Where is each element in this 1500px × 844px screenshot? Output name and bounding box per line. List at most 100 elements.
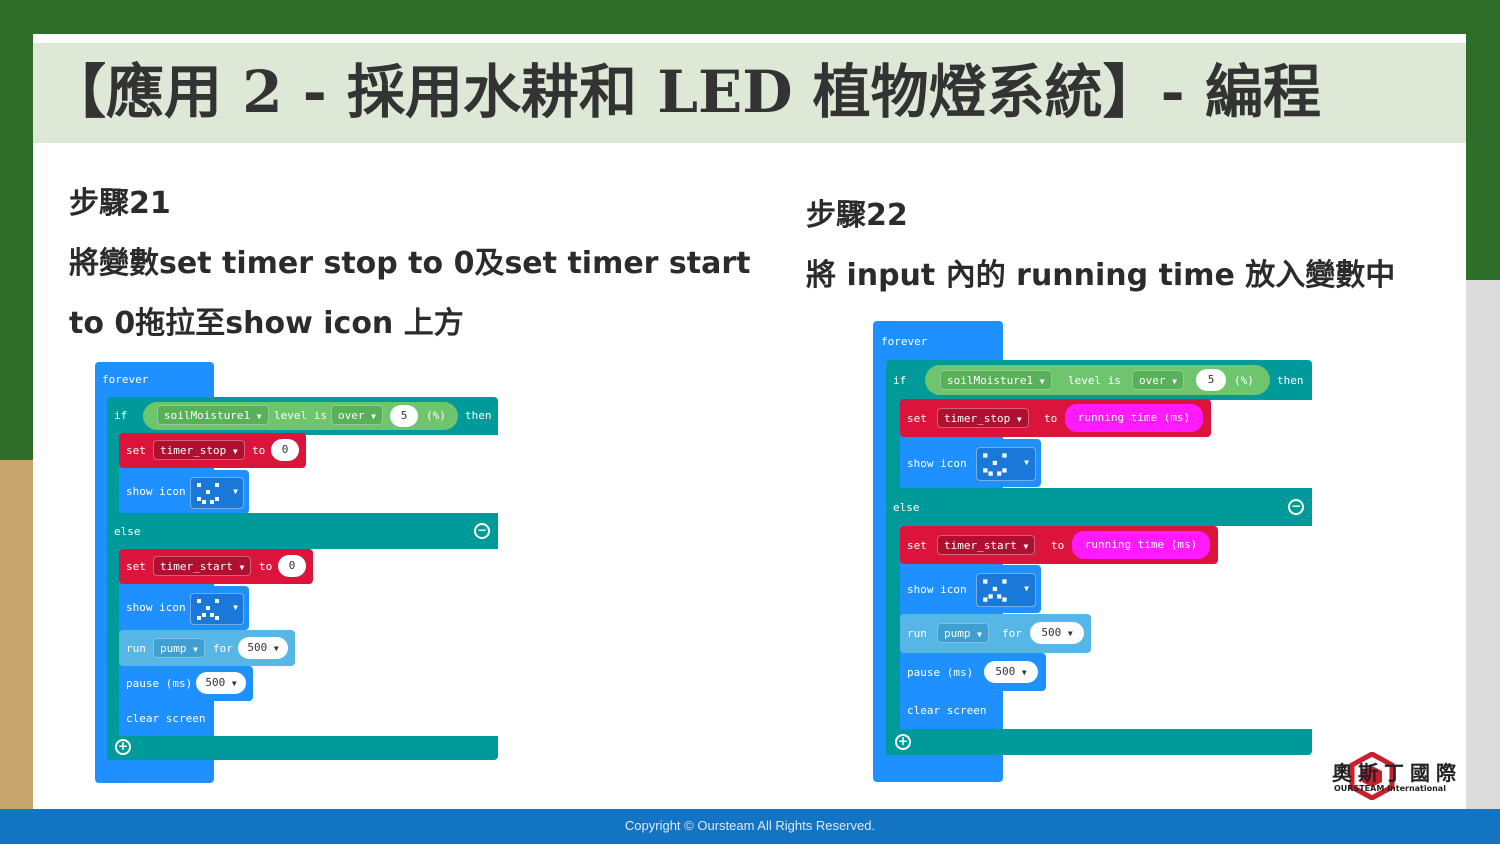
else-label: else — [114, 525, 141, 538]
comparison-dropdown[interactable]: over ▼ — [331, 405, 383, 425]
chevron-down-icon: ▼ — [1021, 668, 1027, 677]
show-icon-label: show icon — [126, 601, 186, 614]
if-label: if — [893, 374, 907, 387]
chevron-down-icon: ▼ — [239, 563, 245, 572]
if-block-footer — [886, 729, 1312, 755]
else-label: else — [893, 501, 920, 514]
running-time-reporter[interactable]: running time (ms) — [1065, 404, 1203, 432]
set-label: set — [126, 560, 146, 573]
then-label: then — [1277, 374, 1304, 387]
timer-start-dropdown[interactable]: timer_start ▼ — [937, 535, 1036, 555]
clear-screen-block[interactable] — [119, 701, 210, 736]
chevron-down-icon: ▼ — [1024, 458, 1029, 467]
comparison-dropdown[interactable]: over ▼ — [1132, 370, 1184, 390]
timer-start-dropdown[interactable]: timer_start ▼ — [153, 556, 252, 576]
pump-dropdown[interactable]: pump ▼ — [153, 638, 205, 658]
variable-name: timer_start — [160, 560, 233, 573]
add-branch-icon[interactable]: + — [895, 734, 911, 750]
pump-duration[interactable]: 500 ▼ — [238, 637, 288, 659]
if-label: if — [114, 409, 128, 422]
pause-duration[interactable]: 500 ▼ — [984, 661, 1038, 683]
chevron-down-icon: ▼ — [1067, 629, 1073, 638]
duration-value: 500 — [205, 676, 226, 689]
chevron-down-icon: ▼ — [1024, 584, 1029, 593]
if-block-spine — [886, 395, 900, 755]
led-grid-icon — [197, 483, 219, 504]
variable-name: timer_start — [944, 539, 1017, 552]
timer-stop-dropdown[interactable]: timer_stop ▼ — [153, 440, 245, 460]
percent-label: (%) — [426, 409, 446, 422]
step21-line1: 將變數set timer stop to 0及set timer start — [69, 246, 751, 281]
oursteam-logo-icon — [1349, 752, 1395, 800]
step21-title: 步驟21 — [69, 186, 171, 221]
if-block-footer — [107, 736, 498, 760]
for-label: for — [213, 642, 233, 655]
chevron-down-icon: ▼ — [273, 644, 279, 653]
chevron-down-icon: ▼ — [1172, 377, 1177, 386]
pause-duration[interactable]: 500 ▼ — [196, 672, 246, 694]
pump-dropdown[interactable]: pump ▼ — [937, 623, 989, 643]
copyright-text: Copyright © Oursteam All Rights Reserved… — [624, 818, 876, 833]
threshold-input[interactable]: 5 — [390, 405, 418, 427]
to-label: to — [1044, 412, 1058, 425]
logo-name: 奧斯丁國際 — [1332, 761, 1462, 785]
show-icon-label: show icon — [126, 485, 186, 498]
step22-line1: 將 input 內的 running time 放入變數中 — [806, 258, 1396, 293]
timer-stop-value[interactable]: 0 — [271, 439, 299, 461]
slide-title: 【應用 2 - 採用水耕和 LED 植物燈系統】- 編程 — [48, 58, 1321, 126]
else-row — [886, 488, 1312, 526]
else-row — [107, 513, 498, 549]
clear-screen-label: clear screen — [907, 704, 987, 717]
forever-label: forever — [102, 373, 149, 386]
set-label: set — [126, 444, 146, 457]
pause-label: pause (ms) — [126, 677, 193, 690]
level-is-label: level is — [1068, 374, 1121, 387]
pump-name: pump — [944, 627, 971, 640]
sensor-dropdown[interactable]: soilMoisture1 ▼ — [157, 405, 269, 425]
chevron-down-icon: ▼ — [1016, 415, 1022, 424]
then-label: then — [465, 409, 492, 422]
timer-start-value[interactable]: 0 — [278, 555, 306, 577]
icon-picker[interactable]: ▼ — [190, 477, 244, 509]
to-label: to — [1051, 539, 1065, 552]
running-time-reporter[interactable]: running time (ms) — [1072, 531, 1210, 559]
sensor-name: soilMoisture1 — [164, 409, 251, 422]
comparison-value: over — [1139, 374, 1166, 387]
threshold-input[interactable]: 5 — [1196, 369, 1226, 391]
chevron-down-icon: ▼ — [977, 630, 982, 639]
pump-duration[interactable]: 500 ▼ — [1030, 622, 1084, 644]
icon-picker[interactable]: ▼ — [190, 593, 244, 625]
icon-picker[interactable]: ▼ — [976, 447, 1036, 481]
comparison-value: over — [338, 409, 365, 422]
remove-else-icon[interactable]: − — [474, 523, 490, 539]
sensor-dropdown[interactable]: soilMoisture1 ▼ — [940, 370, 1052, 390]
chevron-down-icon: ▼ — [371, 412, 376, 421]
chevron-down-icon: ▼ — [232, 447, 238, 456]
remove-else-icon[interactable]: − — [1288, 499, 1304, 515]
chevron-down-icon: ▼ — [256, 412, 262, 421]
chevron-down-icon: ▼ — [233, 603, 238, 612]
step22-title: 步驟22 — [806, 198, 908, 233]
clear-screen-block[interactable] — [900, 691, 998, 729]
chevron-down-icon: ▼ — [231, 679, 237, 688]
run-label: run — [126, 642, 146, 655]
timer-stop-dropdown[interactable]: timer_stop ▼ — [937, 408, 1029, 428]
add-branch-icon[interactable]: + — [115, 739, 131, 755]
icon-picker[interactable]: ▼ — [976, 573, 1036, 607]
clear-screen-label: clear screen — [126, 712, 206, 725]
led-grid-icon — [983, 579, 1007, 602]
step21-line2: to 0拖拉至show icon 上方 — [69, 306, 464, 341]
logo-subtitle: OURSTEAM International — [1334, 784, 1446, 793]
to-label: to — [252, 444, 266, 457]
chevron-down-icon: ▼ — [1039, 377, 1045, 386]
led-grid-icon — [197, 599, 219, 620]
set-label: set — [907, 412, 927, 425]
chevron-down-icon: ▼ — [1023, 542, 1029, 551]
pause-label: pause (ms) — [907, 666, 974, 679]
sensor-name: soilMoisture1 — [947, 374, 1034, 387]
forever-label: forever — [881, 335, 928, 348]
duration-value: 500 — [995, 665, 1016, 678]
level-is-label: level is — [274, 409, 327, 422]
variable-name: timer_stop — [160, 444, 227, 457]
to-label: to — [259, 560, 273, 573]
